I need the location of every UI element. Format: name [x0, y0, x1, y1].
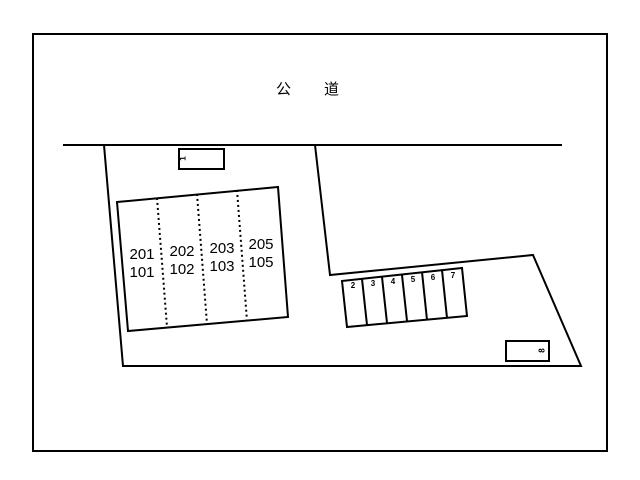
unit-label: 205 105	[241, 236, 281, 272]
parking-divider	[441, 269, 448, 319]
unit-upper: 205	[248, 236, 274, 253]
parking-number: 6	[430, 273, 436, 282]
parking-number: 8	[537, 348, 547, 353]
parking-divider	[421, 271, 428, 321]
unit-divider	[156, 197, 168, 328]
unit-label: 203 103	[202, 240, 242, 276]
unit-lower: 103	[209, 258, 235, 275]
parking-number: 2	[350, 281, 356, 290]
outer-frame	[32, 33, 608, 452]
parking-number: 1	[178, 156, 188, 161]
unit-upper: 202	[169, 243, 195, 260]
parking-number: 5	[410, 275, 416, 284]
unit-label: 202 102	[162, 243, 202, 279]
parking-divider	[361, 278, 368, 326]
unit-divider	[196, 193, 208, 325]
parking-number: 3	[370, 279, 376, 288]
parking-number: 7	[450, 271, 456, 280]
unit-divider	[236, 189, 248, 322]
unit-lower: 101	[129, 264, 155, 281]
unit-lower: 105	[248, 254, 274, 271]
parking-number: 4	[390, 277, 396, 286]
parking-divider	[381, 276, 388, 324]
parking-slot-8	[505, 340, 550, 362]
unit-upper: 203	[209, 240, 235, 257]
road-label-char-2: 道	[324, 80, 340, 98]
unit-label: 201 101	[122, 246, 162, 282]
unit-lower: 102	[169, 261, 195, 278]
parking-divider	[401, 274, 408, 322]
parking-slot-1	[178, 148, 225, 170]
road-label-char-1: 公	[276, 80, 292, 98]
unit-upper: 201	[129, 246, 155, 263]
site-boundary	[103, 144, 583, 367]
